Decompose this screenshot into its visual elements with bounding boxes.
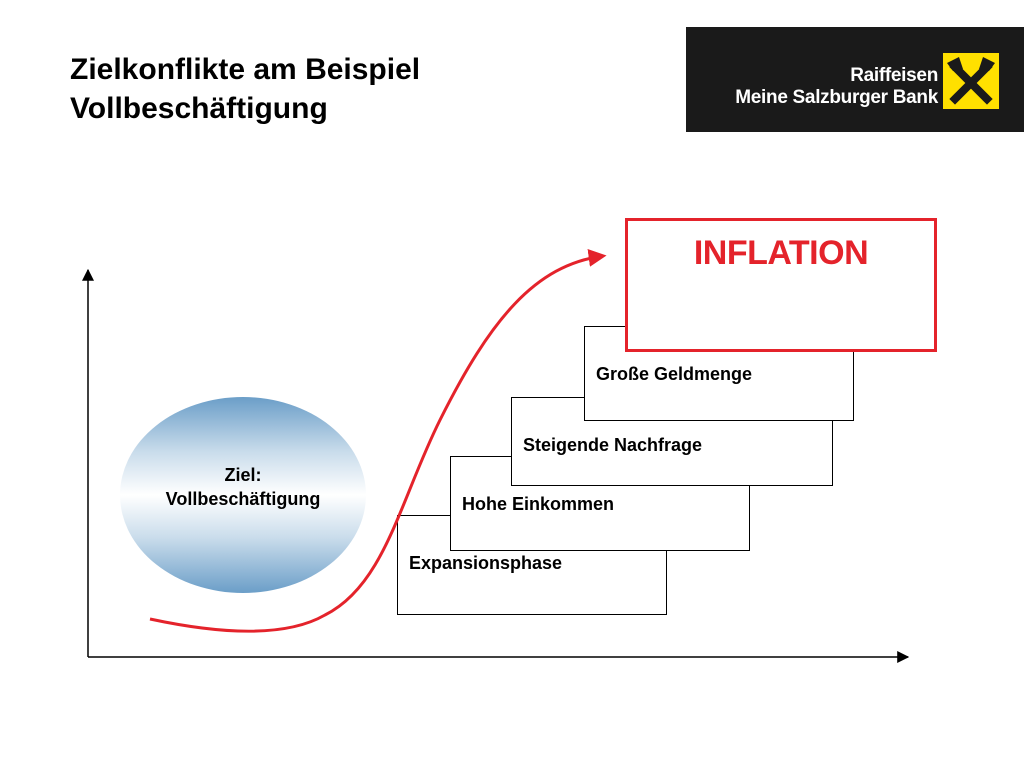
slide-title-line-1: Zielkonflikte am Beispiel xyxy=(70,53,421,86)
raiffeisen-gable-icon xyxy=(943,53,999,109)
step-label: Expansionsphase xyxy=(409,553,563,573)
logo-text: Raiffeisen Meine Salzburger Bank xyxy=(735,65,938,109)
step-label: Hohe Einkommen xyxy=(462,494,615,514)
step-label: Steigende Nachfrage xyxy=(523,435,703,455)
goal-text: Ziel: Vollbeschäftigung xyxy=(166,463,321,511)
goal-text-line-2: Vollbeschäftigung xyxy=(165,489,321,509)
inflation-label: INFLATION xyxy=(693,234,869,272)
step-label: Große Geldmenge xyxy=(596,364,753,384)
inflation-box: INFLATION xyxy=(625,218,937,352)
logo-text-line-1: Raiffeisen xyxy=(850,65,938,86)
logo-text-line-2: Meine Salzburger Bank xyxy=(735,87,938,108)
raiffeisen-logo: Raiffeisen Meine Salzburger Bank xyxy=(686,27,1024,132)
slide-title-line-2: Vollbeschäftigung xyxy=(70,92,328,125)
goal-ellipse: Ziel: Vollbeschäftigung xyxy=(120,397,366,593)
slide-title: Zielkonflikte am Beispiel Vollbeschäftig… xyxy=(70,50,420,128)
goal-text-line-1: Ziel: xyxy=(224,465,262,485)
